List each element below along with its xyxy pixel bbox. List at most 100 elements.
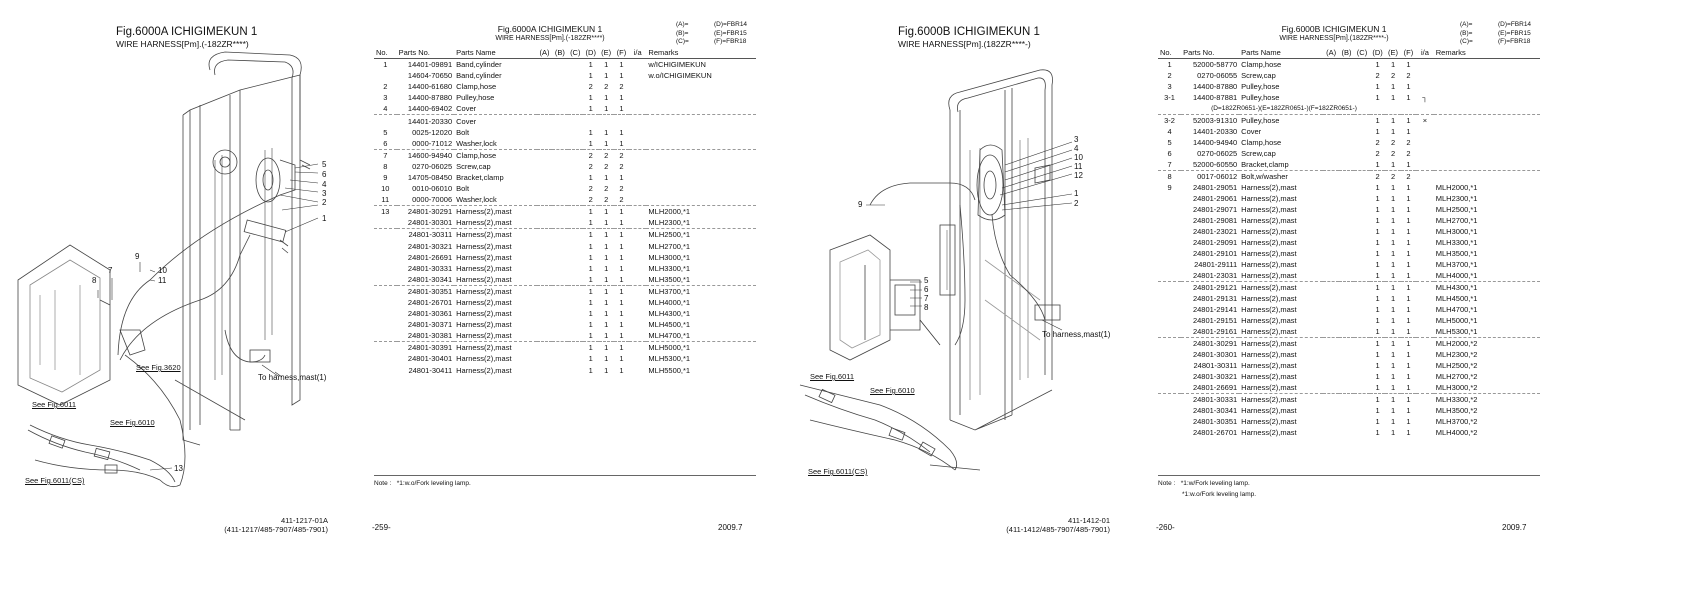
callout-2: 2 [1074, 199, 1079, 208]
interchange [1416, 416, 1434, 427]
see-fig-6011-link[interactable]: See Fig.6011 [32, 400, 77, 409]
qty-c [568, 92, 583, 103]
interchange [629, 217, 646, 229]
qty-f: 1 [1406, 305, 1411, 314]
qty-a [537, 161, 552, 172]
remarks [646, 194, 756, 206]
part-name: Harness(2),mast [1241, 194, 1297, 203]
qty-c [568, 252, 583, 263]
item-no [1158, 405, 1181, 416]
callout-6: 6 [924, 285, 929, 294]
remarks [646, 183, 756, 194]
qty-b [1339, 204, 1354, 215]
part-number: 0270-06025 [1197, 149, 1238, 158]
qty-b [552, 194, 567, 206]
qty-c [1354, 293, 1370, 304]
part-name: Bolt [456, 184, 470, 194]
qty-b [552, 217, 567, 229]
see-fig-6010-link[interactable]: See Fig.6010 [110, 418, 155, 427]
qty-e: 1 [1390, 372, 1396, 381]
see-fig-3620-link[interactable]: See Fig.3620 [136, 363, 181, 372]
qty-b [552, 228, 568, 241]
interchange [1416, 148, 1434, 159]
interchange [629, 308, 646, 319]
remarks [646, 127, 756, 138]
edition-date: 2009.7 [718, 523, 743, 532]
part-name: Clamp,hose [1241, 60, 1282, 69]
item-no [1158, 304, 1181, 315]
qty-d: 1 [583, 284, 599, 297]
qty-f: 1 [1406, 216, 1411, 225]
qty-e: 1 [604, 172, 609, 182]
item-no [374, 252, 397, 263]
qty-a [537, 330, 552, 342]
qty-b [552, 297, 567, 308]
see-fig-6011cs-link[interactable]: See Fig.6011(CS) [25, 476, 85, 485]
qty-e: 1 [604, 354, 609, 364]
part-name: Bolt [456, 127, 470, 137]
qty-e: 1 [604, 320, 609, 330]
interchange [1416, 182, 1434, 193]
interchange [629, 330, 646, 342]
qty-f: 1 [619, 274, 624, 284]
part-number: 24801-30301 [1192, 350, 1238, 359]
interchange [629, 59, 646, 71]
part-number: 24801-30361 [407, 309, 453, 319]
qty-d: 1 [588, 331, 593, 341]
qty-f: 1 [613, 284, 630, 297]
qty-a [537, 138, 552, 150]
remarks: MLH2000,*1 [1435, 183, 1478, 192]
qty-d: 1 [1375, 361, 1380, 370]
parts-table: No.Parts No.Parts Name(A)(B)(C)(D)(E)(F)… [374, 46, 756, 376]
callout-1: 1 [322, 214, 327, 223]
item-no [1158, 360, 1181, 371]
interchange [1416, 393, 1434, 405]
qty-c [1354, 349, 1370, 360]
qty-e: 1 [1390, 227, 1396, 236]
qty-e: 2 [604, 184, 609, 194]
qty-b [1338, 114, 1355, 126]
see-fig-6010-link[interactable]: See Fig.6010 [870, 386, 915, 395]
qty-b [1339, 237, 1354, 248]
see-fig-6011cs-link[interactable]: See Fig.6011(CS) [808, 467, 868, 476]
qty-c [568, 330, 583, 342]
qty-b [1339, 148, 1354, 159]
qty-f: 2 [613, 148, 630, 161]
part-name: Harness(2),mast [1241, 316, 1297, 325]
qty-c [1354, 193, 1370, 204]
part-number: 24801-26691 [1192, 383, 1238, 392]
qty-d: 1 [1375, 93, 1380, 102]
interchange [629, 148, 647, 161]
qty-b [552, 70, 567, 81]
qty-e: 1 [1390, 406, 1396, 415]
qty-a [537, 194, 552, 206]
qty-f: 1 [619, 263, 624, 273]
qty-a [537, 308, 552, 319]
to-harness-label: To harness,mast(1) [258, 373, 327, 382]
qty-d: 1 [588, 93, 593, 103]
interchange [1416, 337, 1434, 349]
item-no: 7 [1167, 160, 1172, 169]
qty-d: 1 [1375, 60, 1380, 69]
qty-a [537, 252, 552, 263]
see-fig-6011-link[interactable]: See Fig.6011 [810, 372, 855, 381]
callout-4: 4 [322, 180, 327, 189]
qty-d: 1 [1375, 372, 1380, 381]
qty-d: 2 [583, 148, 599, 161]
interchange [629, 114, 647, 127]
qty-d: 1 [1369, 114, 1386, 126]
item-no: 13 [374, 205, 397, 218]
qty-a [1323, 59, 1338, 71]
qty-c [568, 172, 583, 183]
interchange [629, 252, 646, 263]
edition-date: 2009.7 [1502, 523, 1527, 532]
interchange [1416, 159, 1434, 171]
interchange: × [1416, 114, 1434, 126]
item-no: 7 [374, 148, 397, 161]
